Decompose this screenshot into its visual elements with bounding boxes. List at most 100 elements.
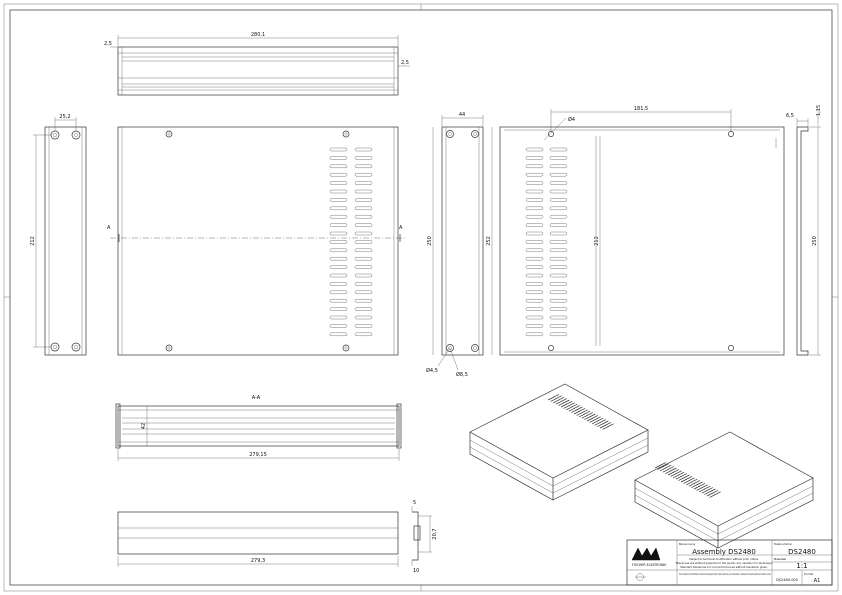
vent-slot [576,412,583,416]
vent-slot [549,240,568,244]
vent-slot [525,189,544,194]
vent-slot [525,206,544,211]
vent-slot [665,470,672,474]
vent-slot [550,398,557,402]
vent-slot [604,422,612,426]
vent-slot [706,492,714,497]
vent-slot [549,198,568,202]
vent-slot [573,410,581,415]
vent-slot [553,399,560,404]
vent-slot [659,462,667,466]
vent-slot [678,471,685,476]
dim-side-width: 25,2 [59,114,70,120]
vent-slot [701,484,708,489]
vent-slot [354,324,373,328]
dim-front-hole-b: Ø8,5 [456,371,468,378]
vent-slot [683,480,690,484]
vent-slot [714,491,721,496]
vent-slot [688,477,695,482]
vent-slot [549,164,568,169]
vent-slot [354,265,373,269]
bottom-plate-view [499,109,785,356]
vent-slot [654,464,662,469]
vent-slot [563,399,570,404]
vent-slot [560,403,568,408]
vent-slot [354,189,373,194]
vent-slot [525,156,544,160]
vent-slot [354,307,373,311]
vent-slot [578,408,586,412]
vent-slot [354,248,373,253]
vent-slot [329,223,348,227]
vent-slot [525,240,544,244]
vent-slot [329,290,348,294]
vent-slot [525,257,544,261]
vent-slot [549,282,568,286]
vent-slot [549,223,568,227]
vent-slot [579,413,586,418]
vent-slot [660,467,667,472]
dim-detail-c: 10 [413,568,419,574]
dim-plate-height: 252 [486,236,492,246]
footer-note: This document and the information it con… [679,573,771,576]
inner-frame [9,9,833,586]
vent-slot [549,257,568,261]
vent-slot [667,471,675,476]
vent-slot [549,147,568,152]
vent-slot [552,394,560,398]
isometric-view-top [469,383,649,501]
vent-slot [586,412,593,416]
dim-plate-hole: Ø4 [568,116,575,123]
vent-slot [329,181,348,185]
dim-front-height: 250 [427,236,433,246]
dim-top-right: 2,5 [401,60,409,66]
note-line-2: Tolerances are without prejudice to the … [675,561,772,565]
dim-bottom-width: 279,3 [251,558,265,564]
dim-detail-b: 20,7 [432,528,438,539]
vent-slot [525,324,544,328]
sheet-size: A1 [814,578,821,584]
vent-slot [675,475,682,480]
vent-slot [549,273,568,278]
vent-slot [525,273,544,278]
vent-slot [525,223,544,227]
vent-slot [558,396,565,401]
vent-slot [525,172,544,177]
vent-slot [589,413,596,418]
vent-slot [354,315,373,320]
detail-view [411,506,432,566]
vent-slot [678,477,685,481]
vent-slot [549,315,568,320]
vent-slot [549,299,568,303]
vent-slot [549,214,568,219]
vent-slot [329,332,348,336]
vent-slot [329,164,348,169]
vent-slot [329,240,348,244]
vent-slot [549,189,568,194]
isometric-view-bottom [634,431,814,549]
vent-slot [549,324,568,328]
dim-detail-a: 5 [413,500,416,506]
vent-slot [696,481,703,486]
vent-slot [354,223,373,227]
vent-slot [685,476,693,480]
vent-slot [670,467,677,472]
bottom-profile-view [117,511,399,567]
vent-slot [354,156,373,160]
vent-slot [525,164,544,169]
vent-slot [329,156,348,160]
section-view [115,403,402,461]
vent-slot [672,469,680,473]
vent-slot [565,401,573,405]
vent-slot [354,172,373,177]
vent-slot [354,181,373,185]
vent-slot [329,214,348,219]
vent-slot [711,490,719,494]
dim-front-hole-a: Ø4,5 [426,367,438,374]
vent-slot [657,466,664,470]
vent-slot [329,315,348,320]
section-title: A-A [252,395,261,401]
vent-slot [662,463,669,468]
vent-slot [525,265,544,269]
